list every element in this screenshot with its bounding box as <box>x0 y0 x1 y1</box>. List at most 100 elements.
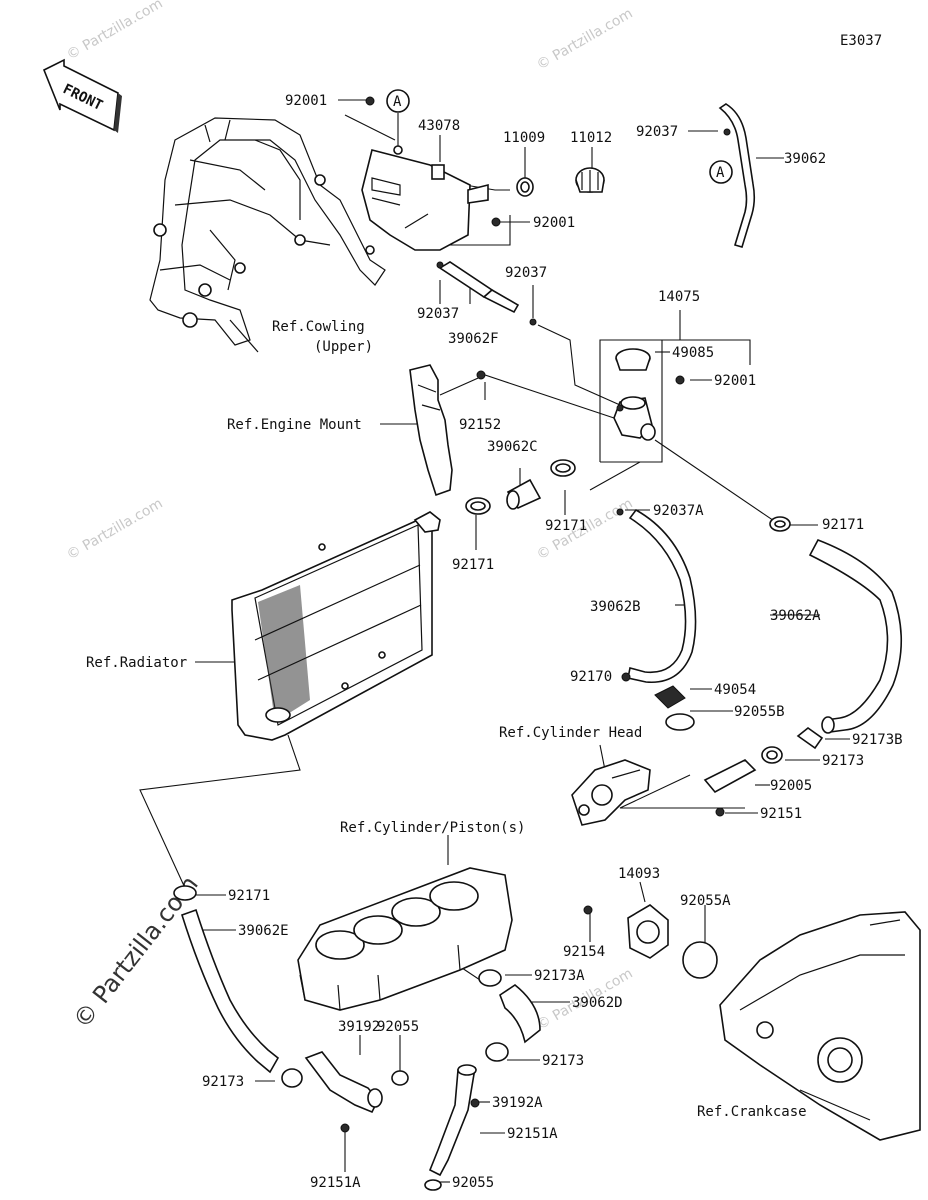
ref-label: Ref.Radiator <box>86 655 187 671</box>
crankcase <box>719 911 921 1141</box>
water-pipe-92005 <box>703 759 757 817</box>
part-label: 92171 <box>228 888 270 904</box>
part-label: 92001 <box>714 373 756 389</box>
ref-circle-a-top: A <box>386 89 410 113</box>
diagram-code: E3037 <box>840 33 882 49</box>
part-label: 49085 <box>672 345 714 361</box>
clamp-92173-left <box>281 1068 303 1088</box>
bolt-92001-top <box>365 96 375 106</box>
clamp-92173-lower <box>485 1042 509 1062</box>
ref-circle-label: A <box>393 94 402 110</box>
engine-mount <box>409 364 486 497</box>
part-label: 39062C <box>487 439 538 455</box>
ref-label: (Upper) <box>314 339 373 355</box>
part-label: 92001 <box>533 215 575 231</box>
part-label: 92055 <box>377 1019 419 1035</box>
part-label: 11009 <box>503 130 545 146</box>
pipe-39192A <box>424 1064 480 1191</box>
clamp-92173A <box>478 969 502 987</box>
clamp-92171-left <box>465 497 491 515</box>
part-label: 39062D <box>572 995 623 1011</box>
part-label: 92037 <box>417 306 459 322</box>
part-label: 39192 <box>338 1019 380 1035</box>
cylinder-block <box>297 867 513 1011</box>
part-label: 92151 <box>760 806 802 822</box>
part-label: 92173 <box>542 1053 584 1069</box>
part-label: 92037 <box>636 124 678 140</box>
ref-label: Ref.Cowling <box>272 319 365 335</box>
ref-circle-a-right: A <box>709 160 733 184</box>
hose-39062C <box>506 478 542 510</box>
bolt-92001-mid <box>491 217 501 227</box>
part-label: 92154 <box>563 944 605 960</box>
pipe-39192 <box>304 1051 383 1114</box>
watermark: © Partzilla.com <box>64 496 166 564</box>
part-label: 43078 <box>418 118 460 134</box>
part-label: 39062B <box>590 599 641 615</box>
watermark: © Partzilla.com <box>534 6 636 74</box>
part-label: 92151A <box>507 1126 558 1142</box>
part-label: 11012 <box>570 130 612 146</box>
radiator <box>231 511 441 741</box>
part-label: 92171 <box>452 557 494 573</box>
reservoir-tank <box>361 145 489 255</box>
bolt-92151A-left <box>340 1123 350 1133</box>
filler-cap <box>575 167 605 193</box>
bolt-92154 <box>583 905 593 915</box>
clamp-92173B <box>796 726 824 750</box>
part-label: 92151A <box>310 1175 361 1191</box>
hose-39062D <box>499 984 541 1044</box>
part-label: 92001 <box>285 93 327 109</box>
sensor-49054 <box>654 685 686 709</box>
part-label: 14075 <box>658 289 700 305</box>
cylinder-head <box>571 759 651 826</box>
hose-39062 <box>718 103 756 248</box>
clamp-92173-upper <box>761 746 783 764</box>
part-label: 49054 <box>714 682 756 698</box>
o-ring-92055-left <box>391 1070 409 1086</box>
ref-label: Ref.Crankcase <box>697 1104 807 1120</box>
ref-label: Ref.Cylinder Head <box>499 725 642 741</box>
part-label: 92055 <box>452 1175 494 1191</box>
ref-label: Ref.Engine Mount <box>227 417 362 433</box>
part-label: 92173A <box>534 968 585 984</box>
part-label: 92171 <box>545 518 587 534</box>
leader-lines <box>139 99 850 1183</box>
part-label: 92171 <box>822 517 864 533</box>
part-label: 92055A <box>680 893 731 909</box>
part-label: 92173 <box>822 753 864 769</box>
part-label: 92170 <box>570 669 612 685</box>
o-ring-92055A <box>682 941 718 979</box>
part-label: 92152 <box>459 417 501 433</box>
front-arrow-icon: FRONT <box>42 58 122 133</box>
thermostat-housing <box>613 348 685 441</box>
hose-39062A <box>808 538 903 734</box>
part-label: 92005 <box>770 778 812 794</box>
part-label: 39062E <box>238 923 289 939</box>
ref-circle-label: A <box>716 165 725 181</box>
part-label: 92037A <box>653 503 704 519</box>
water-pump-cover <box>627 904 669 959</box>
part-labels: 92001 43078 11009 11012 92037 39062 9200… <box>86 93 903 1191</box>
watermarks: © Partzilla.com © Partzilla.com © Partzi… <box>64 0 636 1034</box>
clamp-92171-right <box>769 516 791 532</box>
part-label: 92173 <box>202 1074 244 1090</box>
hose-39062E <box>181 908 280 1074</box>
part-label: 39062F <box>448 331 499 347</box>
hose-39062B <box>616 508 697 684</box>
ref-label: Ref.Cylinder/Piston(s) <box>340 820 525 836</box>
watermark: © Partzilla.com <box>64 0 166 63</box>
part-label: 92173B <box>852 732 903 748</box>
part-label: 14093 <box>618 866 660 882</box>
cowling-frame <box>149 117 386 353</box>
part-label: 39062A <box>770 608 821 624</box>
hose-39062F <box>436 261 537 326</box>
filler-ring <box>516 177 534 197</box>
part-label: 39062 <box>784 151 826 167</box>
o-ring-92055B <box>665 713 695 731</box>
part-label: 39192A <box>492 1095 543 1111</box>
part-label: 92055B <box>734 704 785 720</box>
clamp-92171-lower <box>173 885 197 901</box>
part-label: 92037 <box>505 265 547 281</box>
